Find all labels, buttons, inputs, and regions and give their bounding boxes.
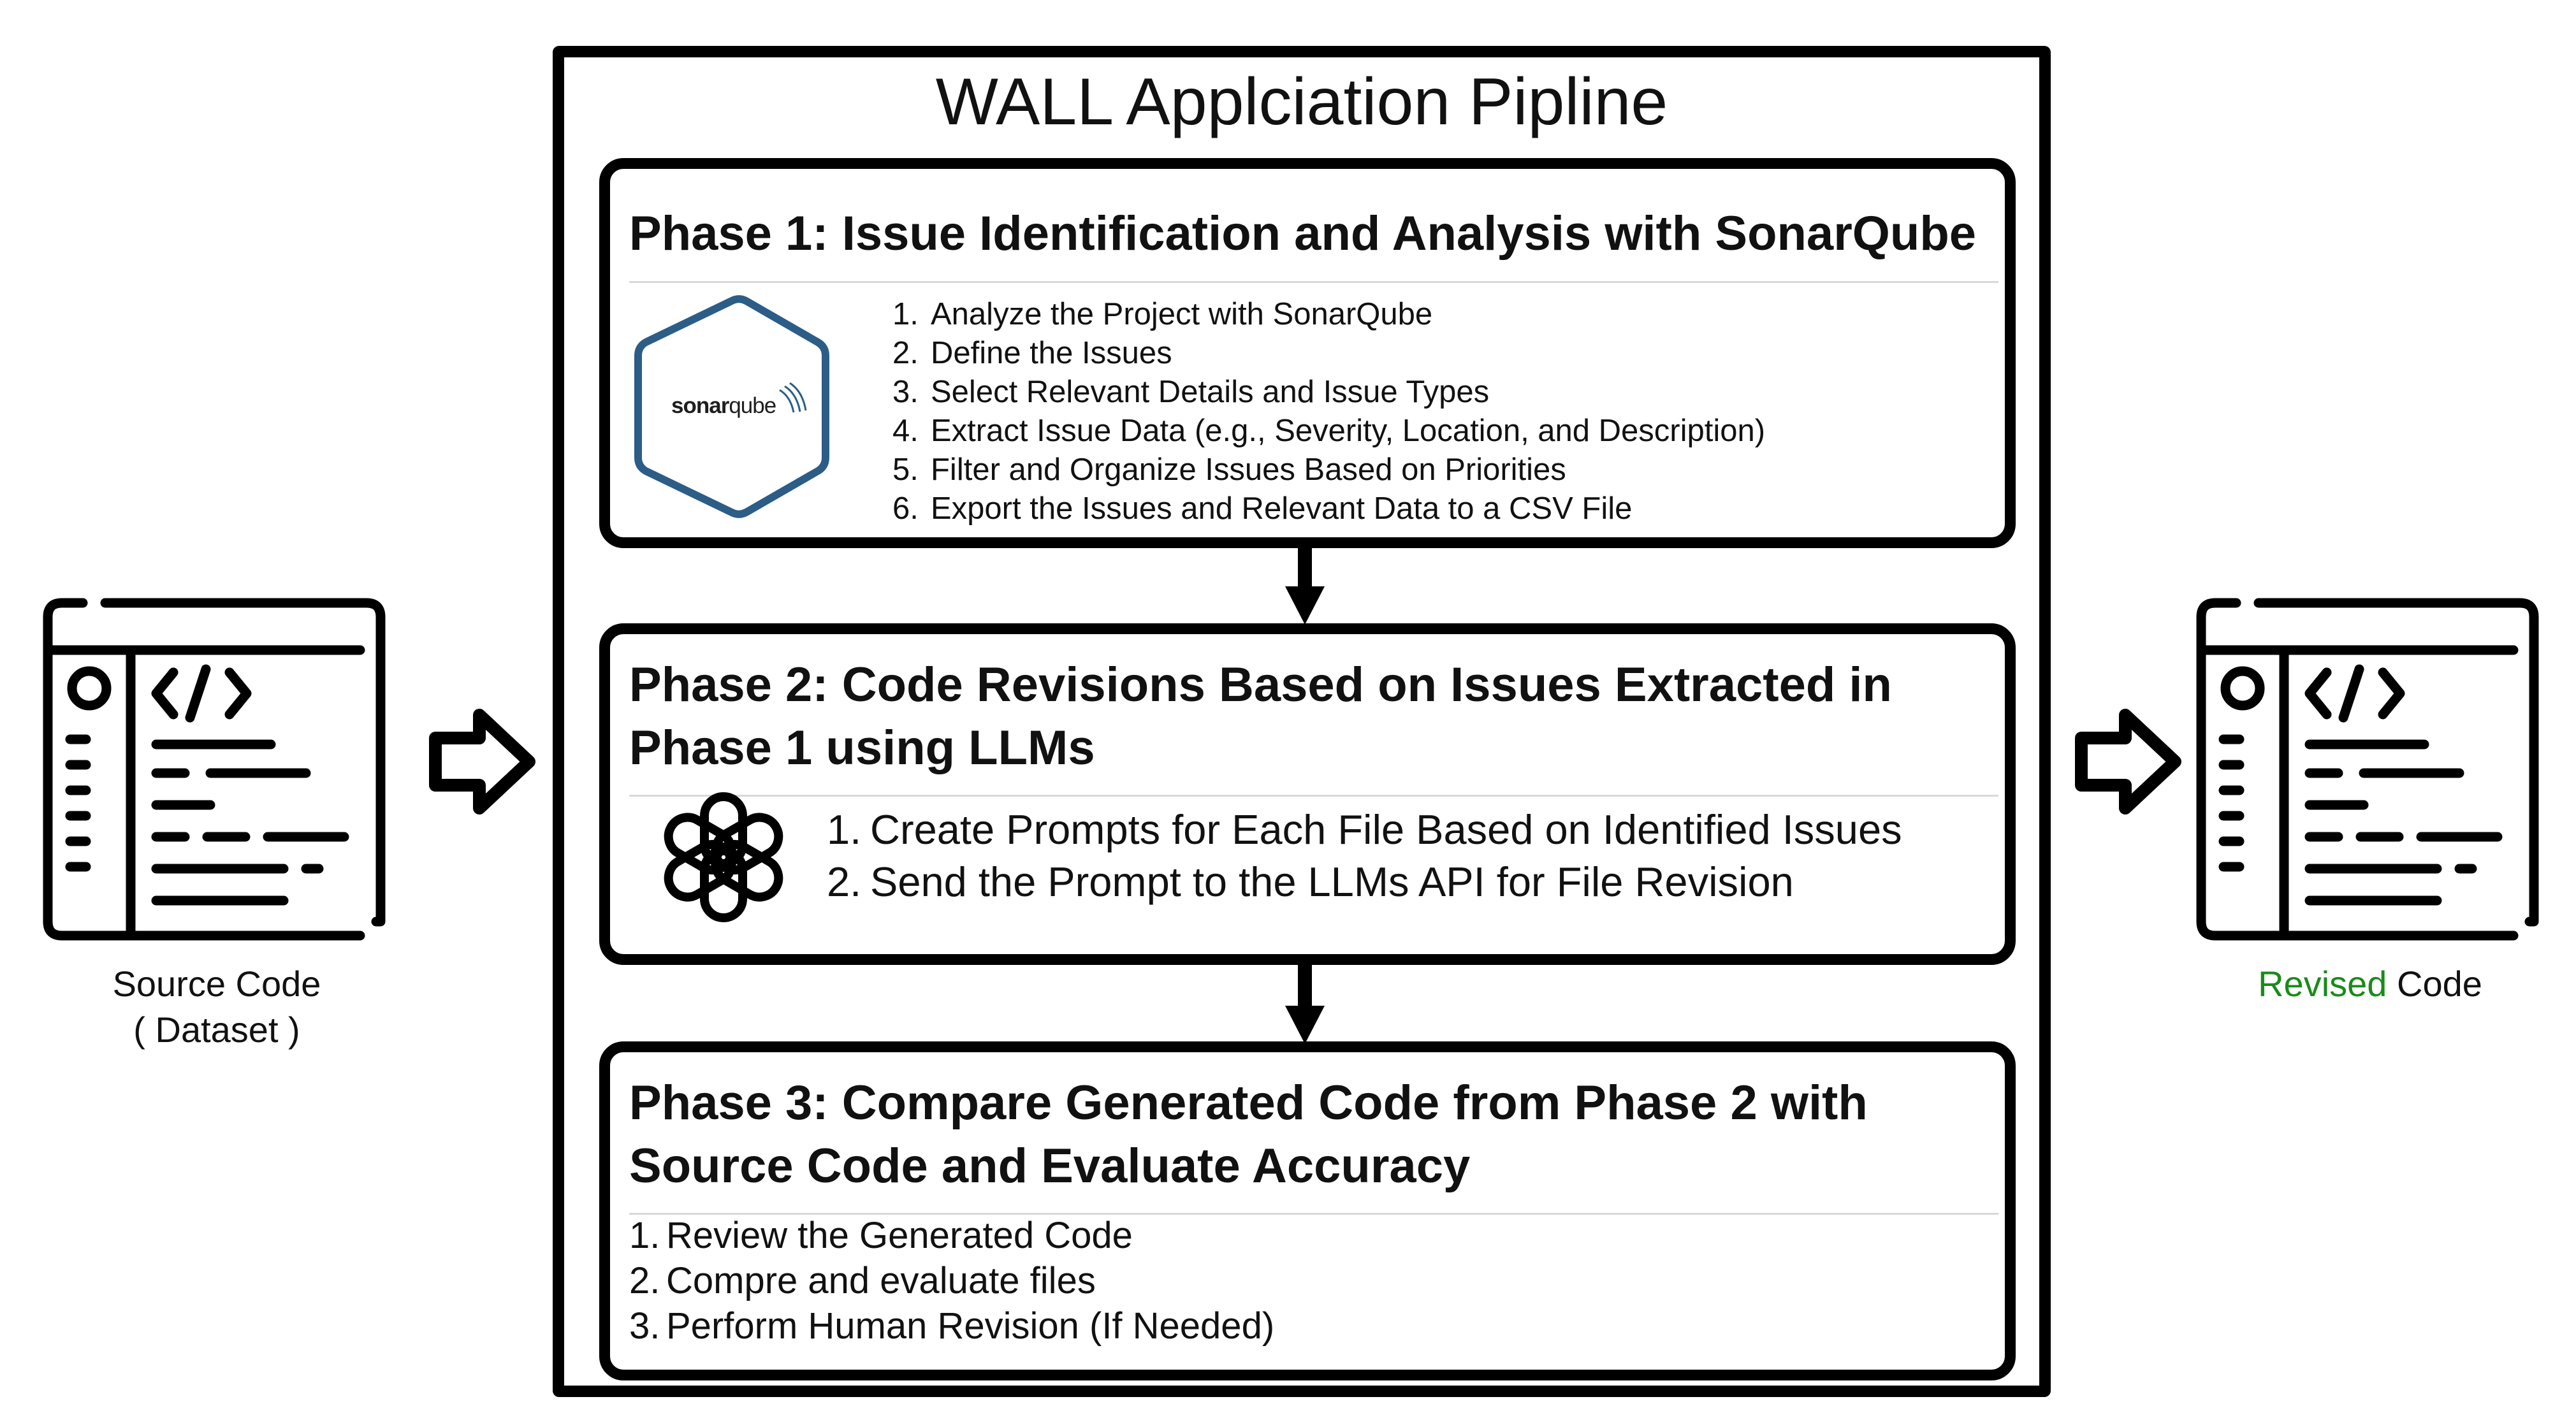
list-item: 6.Export the Issues and Relevant Data to… <box>892 491 1633 526</box>
list-item: 4.Extract Issue Data (e.g., Severity, Lo… <box>892 414 1766 448</box>
source-code-label: Source Code <box>112 964 321 1004</box>
list-item: 2.Send the Prompt to the LLMs API for Fi… <box>827 858 1794 905</box>
phase-1-box: Phase 1: Issue Identification and Analys… <box>599 158 2016 548</box>
sonarqube-wordmark: sonarqube <box>671 393 776 418</box>
diagram-title: WALL Applciation Pipline <box>935 65 1668 139</box>
divider <box>629 795 1998 797</box>
openai-logo-icon <box>664 792 783 922</box>
code-window-icon <box>43 598 386 941</box>
dataset-label: ( Dataset ) <box>133 1010 300 1050</box>
phase-2-box: Phase 2: Code Revisions Based on Issues … <box>599 623 2016 965</box>
code-label: Code <box>2397 964 2482 1004</box>
phase-2-title-line: Phase 1 using LLMs <box>629 721 1095 775</box>
code-window-icon <box>2196 598 2539 941</box>
pipeline-frame <box>553 46 2051 1397</box>
list-item: 3.Select Relevant Details and Issue Type… <box>892 375 1490 409</box>
revised-code-caption: Revised Code <box>2179 961 2561 1007</box>
hollow-right-arrow-icon <box>2075 709 2181 815</box>
divider <box>629 281 1998 283</box>
phase-3-title-line: Source Code and Evaluate Accuracy <box>629 1139 1471 1193</box>
hollow-right-arrow-icon <box>429 709 535 815</box>
phase-3-box: Phase 3: Compare Generated Code from Pha… <box>599 1041 2016 1380</box>
sonarqube-logo-icon <box>634 295 829 518</box>
phase-1-title: Phase 1: Issue Identification and Analys… <box>629 206 1977 261</box>
phase-2-title-line: Phase 2: Code Revisions Based on Issues … <box>629 658 1892 712</box>
list-item: 2.Compre and evaluate files <box>629 1260 1096 1301</box>
phase-3-title-line: Phase 3: Compare Generated Code from Pha… <box>629 1076 1868 1130</box>
revised-label: Revised <box>2258 964 2387 1004</box>
list-item: 3.Perform Human Revision (If Needed) <box>629 1305 1275 1347</box>
down-arrow-icon <box>1285 964 1325 1044</box>
list-item: 2.Define the Issues <box>892 336 1172 370</box>
divider <box>629 1213 1998 1215</box>
down-arrow-icon <box>1285 547 1325 625</box>
list-item: 1.Review the Generated Code <box>629 1215 1133 1256</box>
source-code-caption: Source Code ( Dataset ) <box>25 961 408 1053</box>
phase-2-title: Phase 2: Code Revisions Based on Issues … <box>629 653 1988 779</box>
list-item: 1.Create Prompts for Each File Based on … <box>827 806 1902 853</box>
phase-3-title: Phase 3: Compare Generated Code from Pha… <box>629 1071 1988 1198</box>
list-item: 5.Filter and Organize Issues Based on Pr… <box>892 453 1566 487</box>
list-item: 1.Analyze the Project with SonarQube <box>892 297 1433 331</box>
